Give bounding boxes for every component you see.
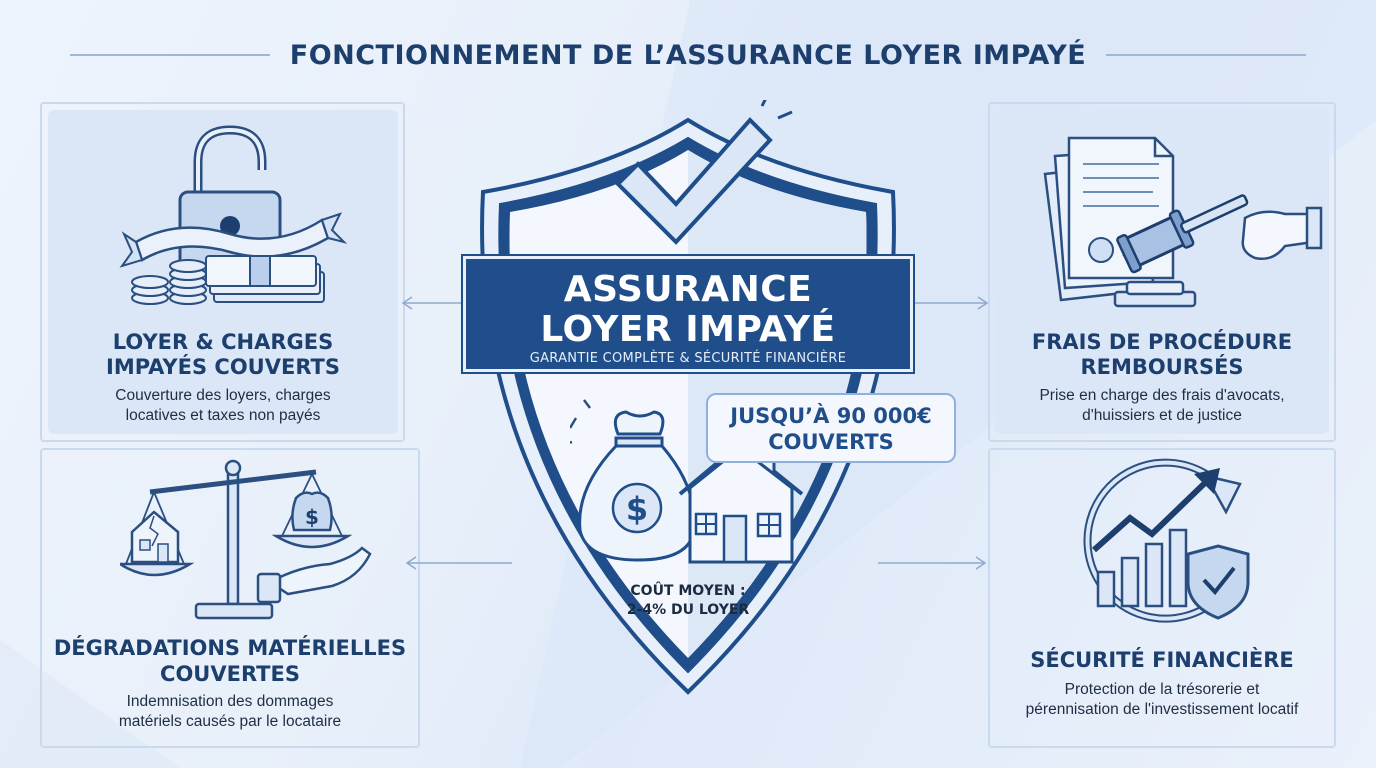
banner-title-line1: ASSURANCE — [563, 269, 813, 310]
card-material-damage: $ DÉGRADATIONS MATÉRIELLES COUVERTES Ind… — [40, 448, 420, 748]
house-icon — [678, 441, 804, 564]
card-legal-fees: FRAIS DE PROCÉDURE REMBOURSÉS Prise en c… — [995, 110, 1329, 434]
card-title-line1: FRAIS DE PROCÉDURE — [1031, 330, 1293, 354]
average-cost: COÛT MOYEN : 2-4% DU LOYER — [588, 582, 788, 620]
banner-subtitle: GARANTIE COMPLÈTE & SÉCURITÉ FINANCIÈRE — [529, 351, 847, 366]
svg-text:$: $ — [305, 505, 319, 529]
card-desc-line2: d'huissiers et de justice — [1082, 407, 1242, 424]
title-bar: FONCTIONNEMENT DE L’ASSURANCE LOYER IMPA… — [0, 30, 1376, 80]
checkmark-icon — [615, 100, 793, 245]
padlock-money-icon — [119, 125, 348, 305]
svg-text:$: $ — [626, 490, 648, 528]
card-desc-line1: Prise en charge des frais d'avocats, — [1039, 387, 1285, 404]
callout-line1: JUSQU’À 90 000€ — [730, 404, 932, 428]
callout-line2: COUVERTS — [768, 430, 894, 454]
connector-arrow-bottom-right — [878, 556, 987, 570]
card-desc-line2: matériels causés par le locataire — [118, 713, 342, 730]
card-desc-line1: Couverture des loyers, charges — [115, 387, 331, 404]
cost-line2: 2-4% DU LOYER — [626, 602, 750, 618]
card-title-line2: REMBOURSÉS — [1080, 355, 1244, 379]
card-title-line1: LOYER & CHARGES — [112, 330, 334, 354]
connector-arrow-top-left — [401, 296, 468, 310]
frame-bottom-right — [988, 448, 1336, 748]
growth-chart-shield-icon — [1083, 458, 1250, 623]
card-title-line1: SÉCURITÉ FINANCIÈRE — [1030, 648, 1294, 672]
frame-bottom-left — [40, 448, 420, 748]
card-unpaid-rent: LOYER & CHARGES IMPAYÉS COUVERTS Couvert… — [48, 110, 398, 434]
frame-top-right — [988, 102, 1336, 442]
title-rule-left — [69, 54, 270, 56]
title-banner: ASSURANCE LOYER IMPAYÉ GARANTIE COMPLÈTE… — [463, 256, 913, 372]
balance-scale-icon: $ — [120, 459, 372, 620]
cost-line1: COÛT MOYEN : — [630, 583, 746, 599]
coverage-callout: JUSQU’À 90 000€ COUVERTS — [706, 393, 956, 463]
gavel-documents-icon — [1043, 136, 1323, 308]
frame-top-left — [40, 102, 405, 442]
card-desc-line2: pérennisation de l'investissement locati… — [1025, 701, 1299, 718]
page-title: FONCTIONNEMENT DE L’ASSURANCE LOYER IMPA… — [289, 39, 1087, 71]
card-title-line2: IMPAYÉS COUVERTS — [106, 355, 340, 379]
connector-arrow-bottom-left — [405, 556, 512, 570]
money-bag-icon: $ — [570, 399, 696, 562]
card-desc-line1: Protection de la trésorerie et — [1064, 681, 1260, 698]
card-desc-line1: Indemnisation des dommages — [126, 693, 334, 710]
card-financial-security: SÉCURITÉ FINANCIÈRE Protection de la tré… — [988, 448, 1336, 748]
connector-arrow-top-right — [910, 296, 989, 310]
title-rule-right — [1106, 54, 1307, 56]
card-title-line1: DÉGRADATIONS MATÉRIELLES — [53, 636, 407, 660]
card-title-line2: COUVERTES — [160, 662, 300, 686]
card-desc-line2: locatives et taxes non payés — [125, 407, 321, 424]
banner-title-line2: LOYER IMPAYÉ — [540, 309, 836, 350]
